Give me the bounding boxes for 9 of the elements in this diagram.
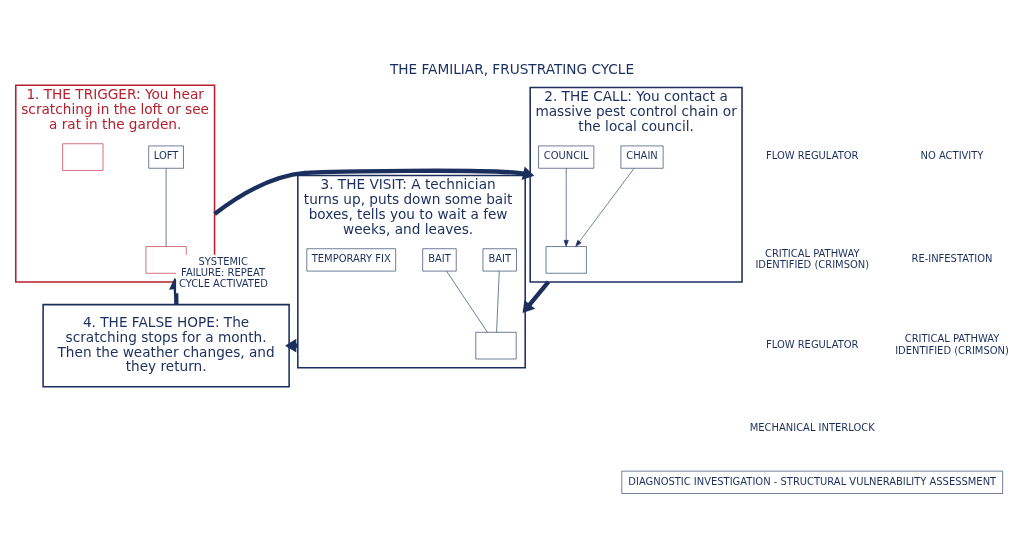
label: CRITICAL PATHWAY IDENTIFIED (CRIMSON) — [755, 247, 870, 270]
caption: DIAGNOSTIC INVESTIGATION - STRUCTURAL VULNERABILITY ASSESSMENT — [628, 475, 997, 487]
label: FLOW REGULATOR — [766, 149, 859, 161]
label: NO ACTIVITY — [920, 149, 984, 161]
label: MECHANICAL INTERLOCK — [749, 421, 875, 433]
label: FLOW REGULATOR — [766, 338, 859, 350]
label: CRITICAL PATHWAY IDENTIFIED (CRIMSON) — [895, 332, 1009, 356]
diagram-title: THE FAMILIAR, FRUSTRATING CYCLE — [389, 60, 635, 77]
label: RE-INFESTATION — [911, 252, 993, 264]
